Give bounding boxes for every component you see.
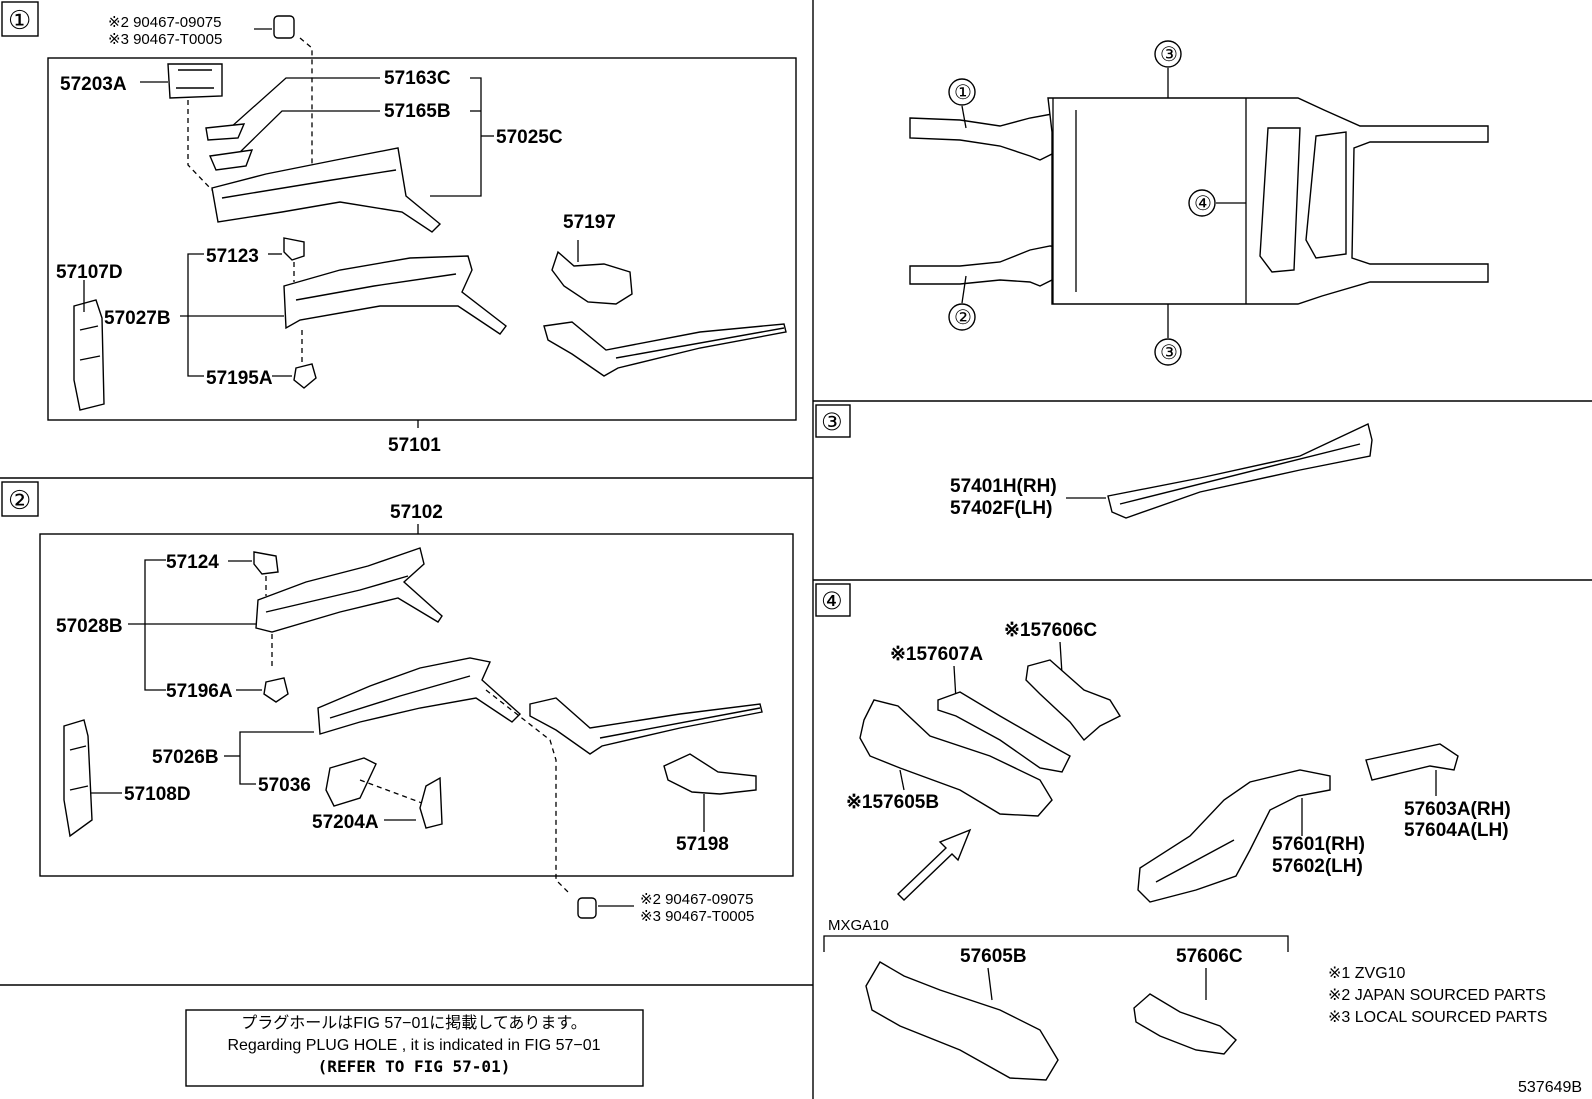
member-57026B bbox=[317, 657, 522, 735]
part-57108D: 57108D bbox=[124, 784, 191, 805]
part-57401H: 57401H(RH) bbox=[950, 476, 1057, 497]
part-57195A: 57195A bbox=[206, 368, 273, 389]
note-line-1: プラグホールはFIG 57−01に掲載してあります。 bbox=[241, 1014, 587, 1032]
part-57605B: ※157605B bbox=[846, 792, 939, 813]
clip-57123 bbox=[283, 237, 305, 261]
bracket-57165B bbox=[208, 149, 254, 171]
part-57027B: 57027B bbox=[104, 308, 171, 329]
fastener-label-2: ※3 90467-T0005 bbox=[108, 31, 222, 48]
overview-marker-1: ① bbox=[954, 80, 972, 104]
part-57204A: 57204A bbox=[312, 812, 379, 833]
part-57606C: ※157606C bbox=[1004, 620, 1097, 641]
view-arrow bbox=[896, 828, 972, 901]
section-2-tag: ② bbox=[8, 486, 31, 516]
member-57601 bbox=[1137, 769, 1331, 903]
section-3-tag: ③ bbox=[821, 408, 843, 436]
part-57107D: 57107D bbox=[56, 262, 123, 283]
member-57028B bbox=[255, 547, 443, 633]
fastener-nut-2 bbox=[577, 897, 597, 919]
fastener-nut bbox=[273, 15, 295, 39]
bracket-57203A bbox=[167, 63, 223, 99]
assembly-57101: 57101 bbox=[388, 435, 441, 456]
member-57027B bbox=[283, 255, 507, 335]
note-line-2: Regarding PLUG HOLE , it is indicated in… bbox=[227, 1037, 600, 1054]
fastener-label-3: ※2 90467-09075 bbox=[640, 891, 754, 908]
crossmember-57606C bbox=[1025, 659, 1122, 742]
overview-marker-2: ② bbox=[954, 305, 972, 329]
part-57607A: ※157607A bbox=[890, 644, 983, 665]
note-line-3: (REFER TO FIG 57-01) bbox=[318, 1057, 511, 1076]
section-1: ① ※2 90467-09075 ※3 90467-T0005 57203A 5… bbox=[1, 1, 797, 456]
fastener-label-1: ※2 90467-09075 bbox=[108, 14, 222, 31]
section-3: ③ 57401H(RH) 57402F(LH) bbox=[815, 404, 1373, 519]
part-57196A: 57196A bbox=[166, 681, 233, 702]
bracket-57198 bbox=[663, 753, 757, 795]
part-57124: 57124 bbox=[166, 552, 219, 573]
member-57025C bbox=[211, 147, 442, 233]
diagram-id: 537649B bbox=[1518, 1079, 1582, 1096]
overview-marker-3a: ③ bbox=[1160, 42, 1178, 66]
legend-1: ※1 ZVG10 bbox=[1328, 965, 1406, 982]
part-57025C: 57025C bbox=[496, 127, 563, 148]
rocker-57197 bbox=[543, 321, 787, 377]
rocker-57401H bbox=[1107, 423, 1373, 519]
bracket-57204A bbox=[419, 776, 443, 829]
part-57198: 57198 bbox=[676, 834, 729, 855]
section-1-tag-box bbox=[1, 1, 39, 37]
clip-57124 bbox=[253, 551, 279, 575]
part-57028B: 57028B bbox=[56, 616, 123, 637]
legend-2: ※2 JAPAN SOURCED PARTS bbox=[1328, 987, 1546, 1004]
variant-crossmember-57605B bbox=[865, 961, 1059, 1081]
clip-57196A bbox=[263, 677, 289, 703]
part-57165B: 57165B bbox=[384, 101, 451, 122]
crossmember-57605B bbox=[859, 699, 1053, 817]
section-2: ② 57102 57124 57028B 57196A 57026B 57036… bbox=[1, 481, 794, 925]
rocker-57198 bbox=[529, 697, 763, 755]
note-box: プラグホールはFIG 57−01に掲載してあります。 Regarding PLU… bbox=[185, 1009, 644, 1087]
section-1-frame bbox=[47, 57, 797, 421]
overview-marker-4: ④ bbox=[1194, 191, 1212, 215]
bracket-57036 bbox=[325, 757, 377, 807]
variant-part-57605B: 57605B bbox=[960, 946, 1027, 967]
legend-3: ※3 LOCAL SOURCED PARTS bbox=[1328, 1009, 1547, 1026]
part-57602: 57602(LH) bbox=[1272, 856, 1363, 877]
part-57123: 57123 bbox=[206, 246, 259, 267]
section-2-tag-box bbox=[1, 481, 39, 517]
member-57603A bbox=[1365, 743, 1459, 781]
overview-crossmember-1 bbox=[1259, 127, 1301, 273]
pillar-57108D bbox=[63, 719, 93, 838]
part-57203A: 57203A bbox=[60, 74, 127, 95]
overview-marker-3b: ③ bbox=[1160, 340, 1178, 364]
part-57026B: 57026B bbox=[152, 747, 219, 768]
bracket-57163C bbox=[205, 123, 246, 141]
overview-crossmember-2 bbox=[1305, 131, 1347, 259]
pillar-57107D bbox=[73, 299, 105, 411]
variant-label: MXGA10 bbox=[828, 917, 889, 934]
crossmember-57607A bbox=[937, 691, 1071, 773]
clip-57195A bbox=[293, 363, 317, 389]
section-2-frame bbox=[39, 533, 794, 877]
bracket-57197 bbox=[551, 250, 633, 305]
overview-diagram: ① ② ③ ③ ④ bbox=[909, 40, 1489, 366]
assembly-57102: 57102 bbox=[390, 502, 443, 523]
section-4: ④ ※157606C ※157607A ※157605B 57603A(RH) … bbox=[815, 583, 1547, 1081]
fastener-label-4: ※3 90467-T0005 bbox=[640, 908, 754, 925]
section-4-tag: ④ bbox=[821, 587, 843, 615]
variant-part-57606C: 57606C bbox=[1176, 946, 1243, 967]
part-57163C: 57163C bbox=[384, 68, 451, 89]
part-57603A: 57603A(RH) bbox=[1404, 799, 1511, 820]
part-57402F: 57402F(LH) bbox=[950, 498, 1052, 519]
part-57197: 57197 bbox=[563, 212, 616, 233]
part-57604A: 57604A(LH) bbox=[1404, 820, 1509, 841]
part-57036: 57036 bbox=[258, 775, 311, 796]
variant-crossmember-57606C bbox=[1133, 993, 1237, 1055]
section-1-tag: ① bbox=[8, 6, 31, 36]
part-57601: 57601(RH) bbox=[1272, 834, 1365, 855]
